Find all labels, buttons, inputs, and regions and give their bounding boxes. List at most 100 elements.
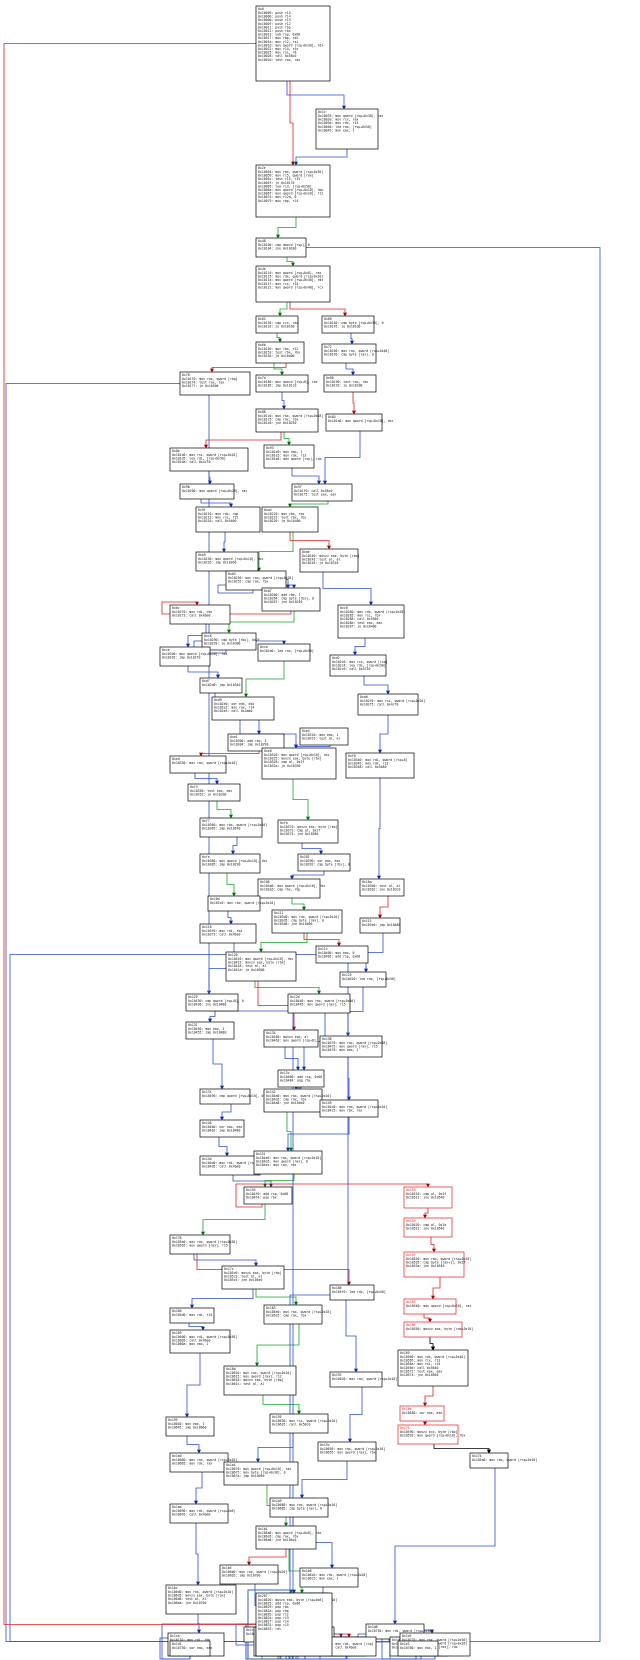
instruction-line: 0x10574: jne 0x10560	[400, 1373, 438, 1377]
block-header: 0x1b1	[258, 1527, 268, 1531]
instruction-line: 0x10522: jne 0x10540	[406, 1227, 444, 1231]
instruction-line: 0x10220: mov rbx, rax	[264, 512, 304, 516]
block-frame	[263, 1304, 323, 1325]
